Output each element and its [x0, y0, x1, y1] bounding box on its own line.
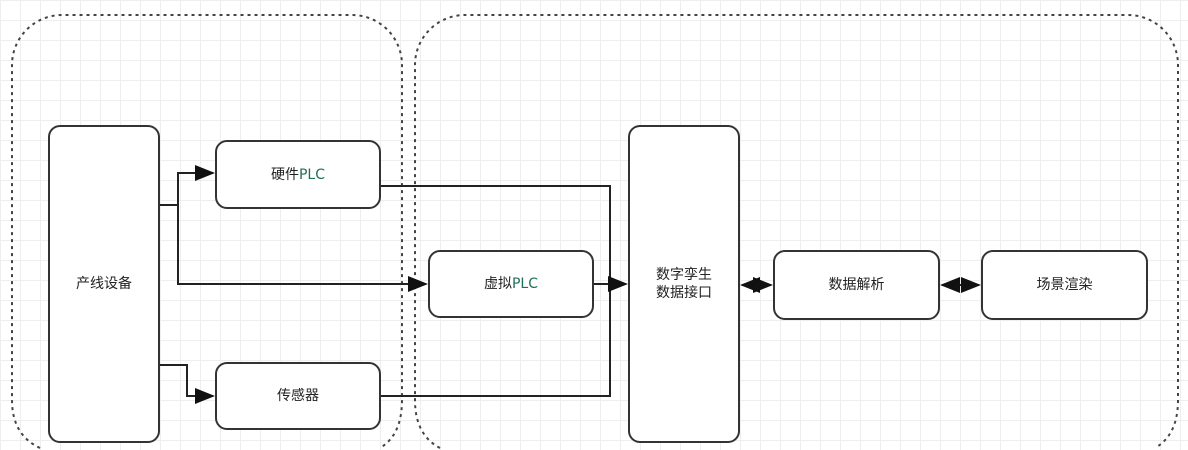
edge-line-to-hwplc: [160, 165, 215, 206]
label-prefix: 硬件: [270, 166, 299, 183]
node-digital-twin-interface[interactable]: 数字孪生 数据接口: [628, 125, 740, 443]
node-sensor[interactable]: 传感器: [215, 362, 381, 430]
label-suffix: PLC: [298, 166, 326, 183]
node-hardware-plc[interactable]: 硬件PLC: [215, 140, 381, 209]
group-virtual: [414, 14, 1179, 449]
edge-hwplc-to-twin: [381, 185, 611, 284]
node-virtual-plc[interactable]: 虚拟PLC: [428, 250, 594, 318]
node-label: 场景渲染: [1036, 277, 1093, 293]
label-suffix: PLC: [511, 276, 539, 292]
node-label: 产线设备: [76, 276, 132, 292]
node-production-line[interactable]: 产线设备: [48, 125, 160, 443]
node-label: 数字孪生 数据接口: [656, 267, 712, 301]
node-data-parsing[interactable]: 数据解析: [773, 250, 940, 320]
group-physical: [11, 14, 403, 449]
edge-line-to-vplc: [177, 205, 428, 292]
edge-line-to-sensor: [160, 364, 215, 404]
node-scene-rendering[interactable]: 场景渲染: [981, 250, 1148, 320]
node-label: 硬件PLC: [271, 166, 325, 184]
node-label: 数据解析: [828, 277, 885, 293]
node-label: 虚拟PLC: [484, 275, 538, 293]
edge-sensor-to-twin: [381, 284, 611, 397]
node-label: 传感器: [277, 388, 319, 404]
label-prefix: 虚拟: [483, 276, 512, 292]
